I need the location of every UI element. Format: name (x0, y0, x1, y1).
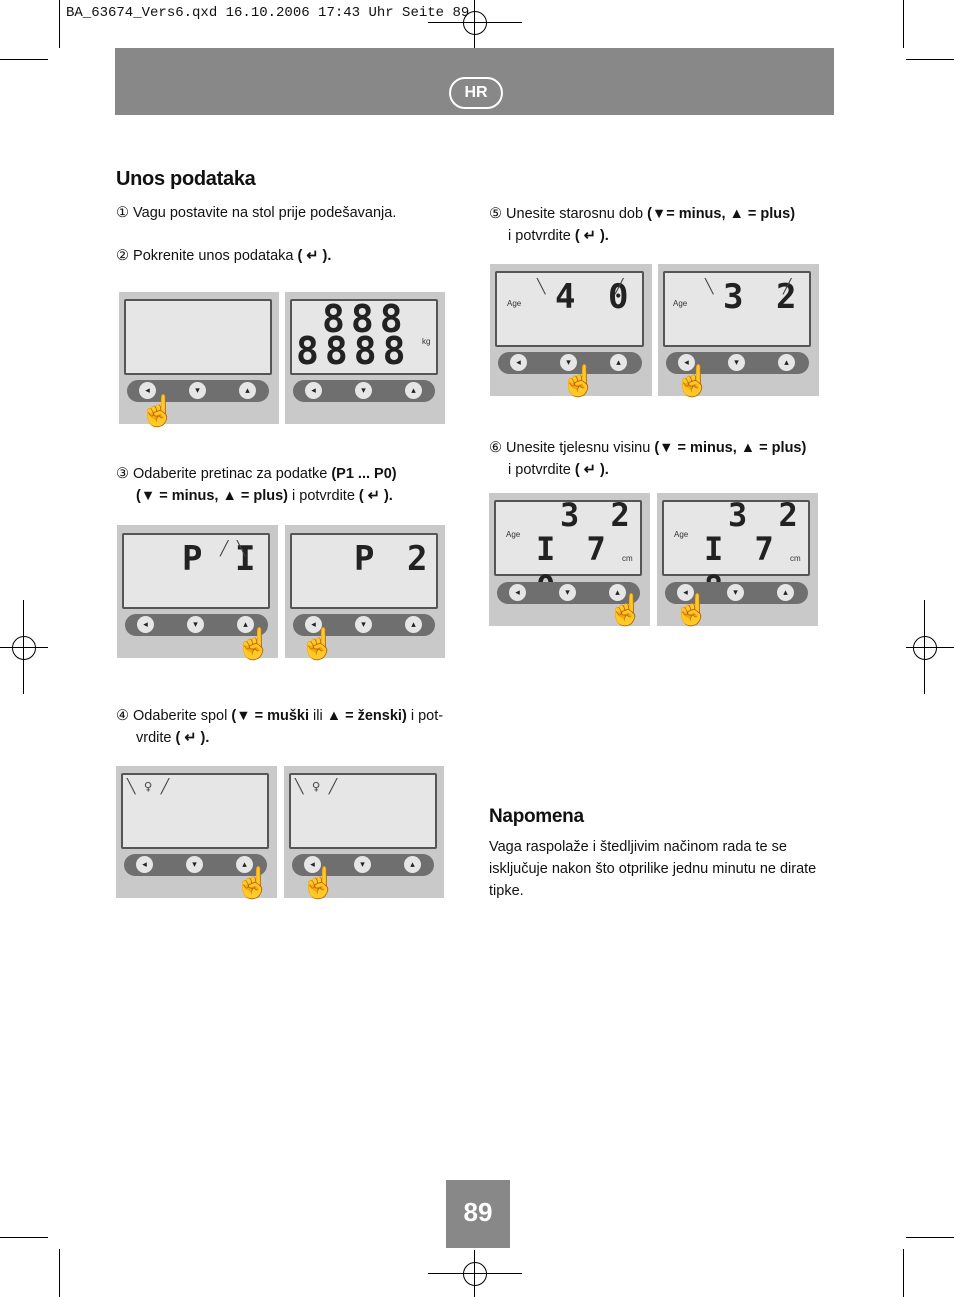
pointing-hand-icon: ☝ (559, 365, 598, 399)
page-number: 89 (446, 1180, 510, 1248)
pointing-hand-icon: ☝ (138, 395, 177, 429)
pointing-hand-icon: ☝ (233, 867, 272, 901)
step-3: ③ Odaberite pretinac za podatke (P1 ... … (116, 466, 397, 504)
scale-display-gender-confirm: ╲ ♀ ╱ ◂▾▴ ☝ (284, 766, 444, 901)
scale-display-height-178: Age 3 2 I 7 8 cm ◂▾▴ ☝ (657, 493, 818, 628)
registration-mark-bottom (463, 1262, 487, 1286)
registration-mark-right (913, 636, 937, 660)
pointing-hand-icon: ☝ (299, 867, 338, 901)
language-badge: HR (449, 77, 503, 109)
note-title: Napomena (489, 806, 584, 827)
section-title: Unos podataka (116, 168, 256, 190)
registration-mark-top (463, 11, 487, 35)
pointing-hand-icon: ☝ (298, 628, 337, 662)
pointing-hand-icon: ☝ (234, 628, 273, 662)
scale-display-height-170: Age 3 2 I 7 0 cm ◂▾▴ ☝ (489, 493, 650, 628)
pointing-hand-icon: ☝ (672, 594, 711, 628)
step-4: ④ Odaberite spol (▼ = muški ili ▲ = žens… (116, 708, 444, 746)
scale-display-blank: ◂▾▴ ☝ (119, 292, 279, 429)
scale-display-p1: P I ╱ ╲ ◂▾▴ ☝ (117, 525, 278, 662)
pointing-hand-icon: ☝ (606, 594, 645, 628)
note-text: Vaga raspolaže i štedljivim načinom rada… (489, 839, 817, 899)
step-1: ① Vagu postavite na stol prije podešavan… (116, 205, 397, 221)
header-banner (115, 48, 834, 115)
pointing-hand-icon: ☝ (673, 365, 712, 399)
step-2: ② Pokrenite unos podataka ( ↵ ). (116, 248, 332, 264)
registration-mark-left (12, 636, 36, 660)
scale-display-p2: P 2 ◂▾▴ ☝ (285, 525, 445, 662)
scale-display-age-40: Age 4 0 ╲╱ ◂▾▴ ☝ (490, 264, 652, 399)
print-slug: BA_63674_Vers6.qxd 16.10.2006 17:43 Uhr … (66, 5, 470, 21)
scale-display-all-segments: 888 8888 kg ◂▾▴ (285, 292, 445, 424)
scale-display-gender-male: ╲ ♀ ╱ ◂▾▴ ☝ (116, 766, 277, 901)
step-6: ⑥ Unesite tjelesnu visinu (▼ = minus, ▲ … (489, 440, 807, 478)
step-5: ⑤ Unesite starosnu dob (▼= minus, ▲ = pl… (489, 206, 796, 244)
scale-display-age-32: Age 3 2 ╲╱ ◂▾▴ ☝ (658, 264, 819, 399)
